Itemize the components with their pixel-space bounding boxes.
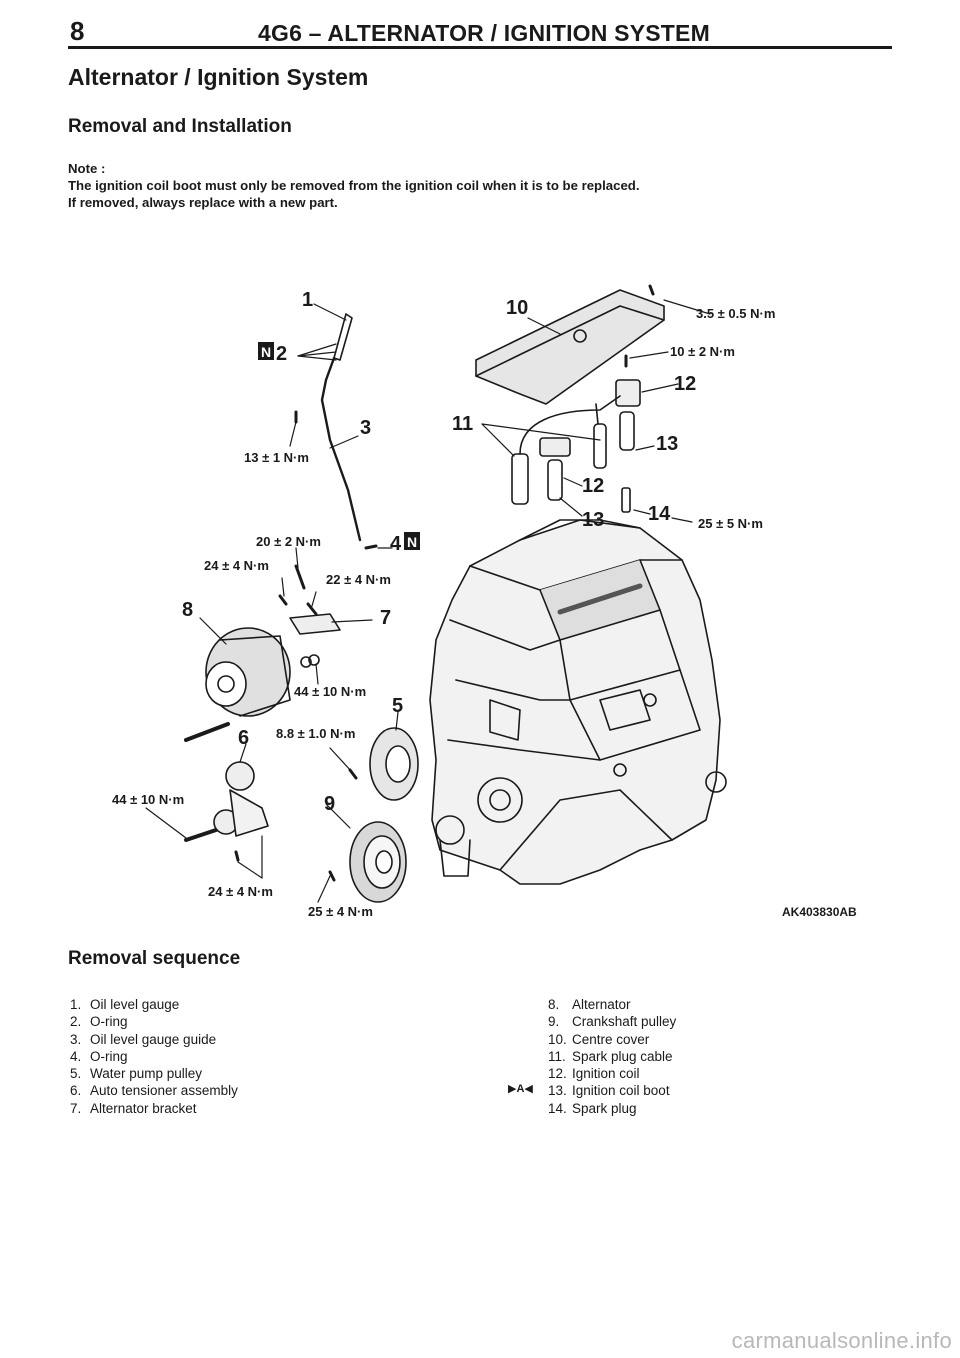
list-item: 6.Auto tensioner assembly — [70, 1083, 238, 1099]
list-item: 13.Ignition coil boot — [548, 1083, 670, 1099]
auto-tensioner-drawing — [213, 761, 269, 837]
list-item: 1.Oil level gauge — [70, 997, 180, 1012]
callout-4: 4 — [390, 533, 402, 555]
page-number: 8 — [70, 16, 85, 46]
section-title: Alternator / Ignition System — [68, 64, 369, 90]
torque-spec: 13 ± 1 N·m — [244, 450, 309, 465]
torque-spec: 3.5 ± 0.5 N·m — [696, 306, 775, 321]
list-item: 9.Crankshaft pulley — [548, 1014, 677, 1030]
list-item: 7.Alternator bracket — [70, 1100, 197, 1116]
torque-spec: 24 ± 4 N·m — [204, 558, 269, 573]
subsection-title: Removal and Installation — [68, 116, 292, 137]
callout-13: 13 — [656, 433, 678, 455]
note-line: If removed, always replace with a new pa… — [68, 195, 338, 210]
callout-labels: 1 2 3 4 5 6 7 8 9 10 11 12 12 13 13 14 — [182, 289, 696, 815]
callout-2: 2 — [276, 343, 287, 365]
callout-12: 12 — [674, 373, 696, 395]
watermark: carmanualsonline.info — [731, 1328, 952, 1353]
ignition-coil-drawing — [511, 354, 641, 513]
note-block: Note : The ignition coil boot must only … — [68, 160, 640, 211]
callout-7: 7 — [380, 607, 391, 629]
fastener-drawing — [184, 564, 358, 882]
figure-code: AK403830AB — [782, 905, 857, 919]
list-item: 4.O-ring — [70, 1048, 128, 1064]
callout-9: 9 — [324, 793, 335, 815]
alternator-drawing — [205, 627, 291, 717]
torque-spec: 25 ± 5 N·m — [698, 516, 763, 531]
callout-11: 11 — [452, 413, 473, 435]
torque-spec: 22 ± 4 N·m — [326, 572, 391, 587]
callout-14: 14 — [648, 503, 671, 525]
centre-cover-drawing — [475, 284, 665, 405]
callout-5: 5 — [392, 695, 403, 717]
page-header-title: 4G6 – ALTERNATOR / IGNITION SYSTEM — [258, 20, 710, 46]
callout-8: 8 — [182, 599, 193, 621]
header-divider — [68, 46, 892, 49]
note-line: The ignition coil boot must only be remo… — [68, 178, 640, 193]
callout-3: 3 — [360, 417, 371, 439]
list-item: 5.Water pump pulley — [70, 1066, 203, 1082]
callout-10: 10 — [506, 297, 528, 319]
callout-12: 12 — [582, 475, 604, 497]
torque-spec: 24 ± 4 N·m — [208, 884, 273, 899]
torque-spec: 8.8 ± 1.0 N·m — [276, 726, 355, 741]
new-part-symbol: N — [407, 534, 417, 550]
engine-block-drawing — [429, 519, 727, 885]
list-item: 12.Ignition coil — [548, 1066, 640, 1082]
list-item: 2.O-ring — [70, 1014, 128, 1030]
new-part-symbol: N — [261, 344, 271, 360]
removal-sequence-title: Removal sequence — [68, 948, 241, 969]
torque-spec: 25 ± 4 N·m — [308, 904, 373, 919]
callout-13: 13 — [582, 509, 604, 531]
torque-spec: 44 ± 10 N·m — [294, 684, 366, 699]
list-item: 8.Alternator — [548, 997, 631, 1012]
reference-marker-a: ▶A◀ — [508, 1083, 533, 1095]
removal-sequence-left: 1.Oil level gauge 2.O-ring 3.Oil level g… — [70, 996, 238, 1117]
list-item: 10.Centre cover — [548, 1031, 650, 1047]
leader-lines — [145, 299, 711, 903]
torque-labels: 3.5 ± 0.5 N·m 10 ± 2 N·m 13 ± 1 N·m 25 ±… — [112, 306, 775, 919]
torque-spec: 10 ± 2 N·m — [670, 344, 735, 359]
list-item: 3.Oil level gauge guide — [70, 1031, 217, 1047]
note-label: Note : — [68, 161, 106, 176]
torque-spec: 20 ± 2 N·m — [256, 534, 321, 549]
oil-level-gauge-drawing — [294, 313, 378, 550]
list-item: 14.Spark plug — [548, 1100, 637, 1116]
crankshaft-pulley-drawing — [349, 821, 407, 903]
callout-1: 1 — [302, 289, 313, 311]
removal-sequence-right: 8.Alternator 9.Crankshaft pulley 10.Cent… — [548, 996, 676, 1117]
callout-6: 6 — [238, 727, 249, 749]
new-part-markers: N N — [258, 342, 420, 550]
list-item: 11.Spark plug cable — [548, 1048, 673, 1064]
torque-spec: 44 ± 10 N·m — [112, 792, 184, 807]
water-pump-pulley-drawing — [369, 727, 419, 801]
